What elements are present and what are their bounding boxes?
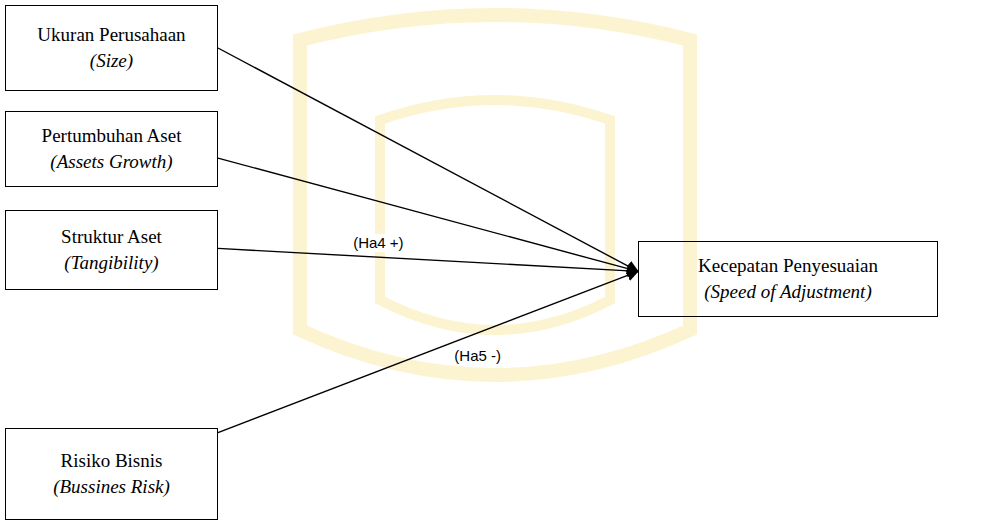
variable-box: Kecepatan Penyesuaian(Speed of Adjustmen…	[638, 241, 938, 317]
hypothesis-label: (Ha5 -)	[452, 347, 503, 365]
influence-arrow	[218, 271, 638, 432]
variable-box: Ukuran Perusahaan(Size)	[5, 5, 218, 91]
variable-box: Struktur Aset(Tangibility)	[5, 210, 218, 290]
variable-name: Ukuran Perusahaan	[37, 22, 185, 48]
variable-term: (Size)	[90, 48, 133, 74]
variable-box: Pertumbuhan Aset(Assets Growth)	[5, 111, 218, 187]
variable-term: (Bussines Risk)	[53, 474, 170, 500]
variable-name: Pertumbuhan Aset	[42, 123, 182, 149]
variable-name: Risiko Bisnis	[61, 448, 163, 474]
variable-box: Risiko Bisnis(Bussines Risk)	[5, 428, 218, 520]
variable-name: Kecepatan Penyesuaian	[698, 253, 878, 279]
variable-name: Struktur Aset	[61, 224, 162, 250]
variable-term: (Tangibility)	[64, 250, 158, 276]
influence-arrow	[218, 248, 638, 271]
influence-arrow	[218, 48, 638, 271]
influence-arrow	[218, 158, 638, 271]
hypothesis-label: (Ha4 +)	[351, 234, 405, 252]
variable-term: (Speed of Adjustment)	[704, 279, 871, 305]
variable-term: (Assets Growth)	[50, 149, 172, 175]
